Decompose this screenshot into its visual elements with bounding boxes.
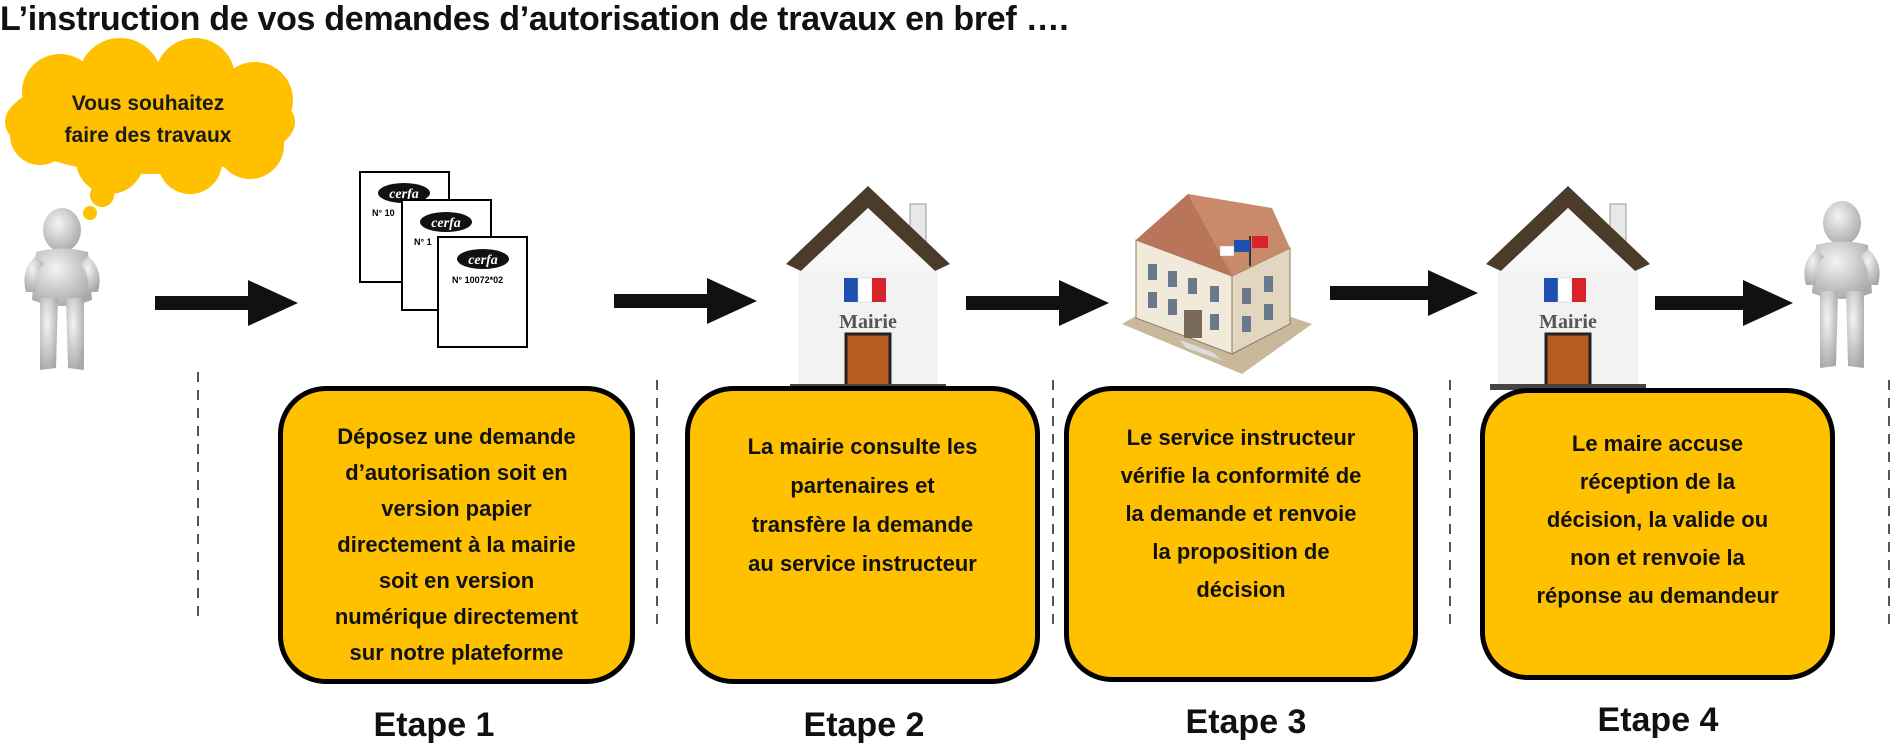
step-3-label: Etape 3	[1185, 703, 1307, 741]
arrow-5-icon	[1655, 280, 1793, 326]
mairie-house-icon: Mairie	[1486, 186, 1650, 390]
step-2-line: au service instructeur	[748, 551, 977, 576]
step-2-box: La mairie consulte les partenaires et tr…	[685, 386, 1040, 684]
step-4-line: réponse au demandeur	[1536, 583, 1779, 608]
thought-bubble-text: Vous souhaitez faire des travaux	[38, 88, 258, 152]
step-2-line: La mairie consulte les	[747, 434, 978, 459]
step-4-box: Le maire accuse réception de la décision…	[1480, 388, 1835, 680]
cerfa-number-2: N° 1	[414, 237, 432, 247]
step-1-line: directement à la mairie	[337, 532, 576, 557]
cerfa-logo-3: cerfa	[468, 253, 498, 268]
mairie-label-2: Mairie	[1539, 311, 1597, 333]
step-1-label: Etape 1	[373, 706, 495, 744]
person-left-icon	[24, 208, 100, 370]
step-1-line: version papier	[381, 496, 532, 521]
step-1-line: soit en version	[378, 568, 535, 593]
step-3-line: la proposition de	[1152, 539, 1330, 564]
cerfa-number-1: N° 10	[372, 208, 395, 218]
step-3-line: décision	[1196, 577, 1286, 602]
step-2-label: Etape 2	[803, 706, 925, 744]
step-1-line: numérique directement	[334, 604, 579, 629]
flow-arrows	[155, 270, 1793, 326]
arrow-4-icon	[1330, 270, 1478, 316]
step-1-line: Déposez une demande	[337, 424, 576, 449]
cerfa-logo-1: cerfa	[389, 187, 419, 202]
dashed-separators	[197, 372, 1890, 630]
bubble-line-1: Vous souhaitez	[71, 92, 225, 115]
step-4-line: non et renvoie la	[1570, 545, 1745, 570]
cerfa-forms-icon: cerfa N° 10 cerfa N° 1 cerfa N° 10072*02	[359, 171, 528, 348]
step-3-line: Le service instructeur	[1126, 425, 1356, 450]
step-3-line: vérifie la conformité de	[1120, 463, 1362, 488]
arrow-3-icon	[966, 280, 1109, 326]
step-1-box: Déposez une demande d’autorisation soit …	[278, 386, 635, 684]
step-4-label: Etape 4	[1597, 701, 1719, 739]
step-1-line: sur notre plateforme	[349, 640, 564, 665]
step-4-line: réception de la	[1579, 469, 1736, 494]
service-building-icon	[1122, 194, 1312, 374]
bubble-line-2: faire des travaux	[64, 124, 232, 147]
step-4-line: décision, la valide ou	[1546, 507, 1769, 532]
step-1-line: d’autorisation soit en	[345, 460, 568, 485]
mairie-label-1: Mairie	[839, 311, 897, 333]
arrow-2-icon	[614, 278, 757, 324]
person-right-icon	[1804, 201, 1880, 368]
step-2-line: partenaires et	[790, 473, 935, 498]
step-3-box: Le service instructeur vérifie la confor…	[1064, 386, 1418, 682]
cerfa-logo-2: cerfa	[431, 216, 461, 231]
step-2-line: transfère la demande	[751, 512, 974, 537]
step-3-line: la demande et renvoie	[1125, 501, 1357, 526]
page-title: L’instruction de vos demandes d’autorisa…	[0, 0, 1069, 38]
mairie-house-icon: Mairie	[786, 186, 950, 390]
step-4-line: Le maire accuse	[1571, 431, 1744, 456]
thought-bubble	[5, 38, 295, 220]
arrow-1-icon	[155, 280, 298, 326]
cerfa-number-3: N° 10072*02	[452, 275, 503, 285]
